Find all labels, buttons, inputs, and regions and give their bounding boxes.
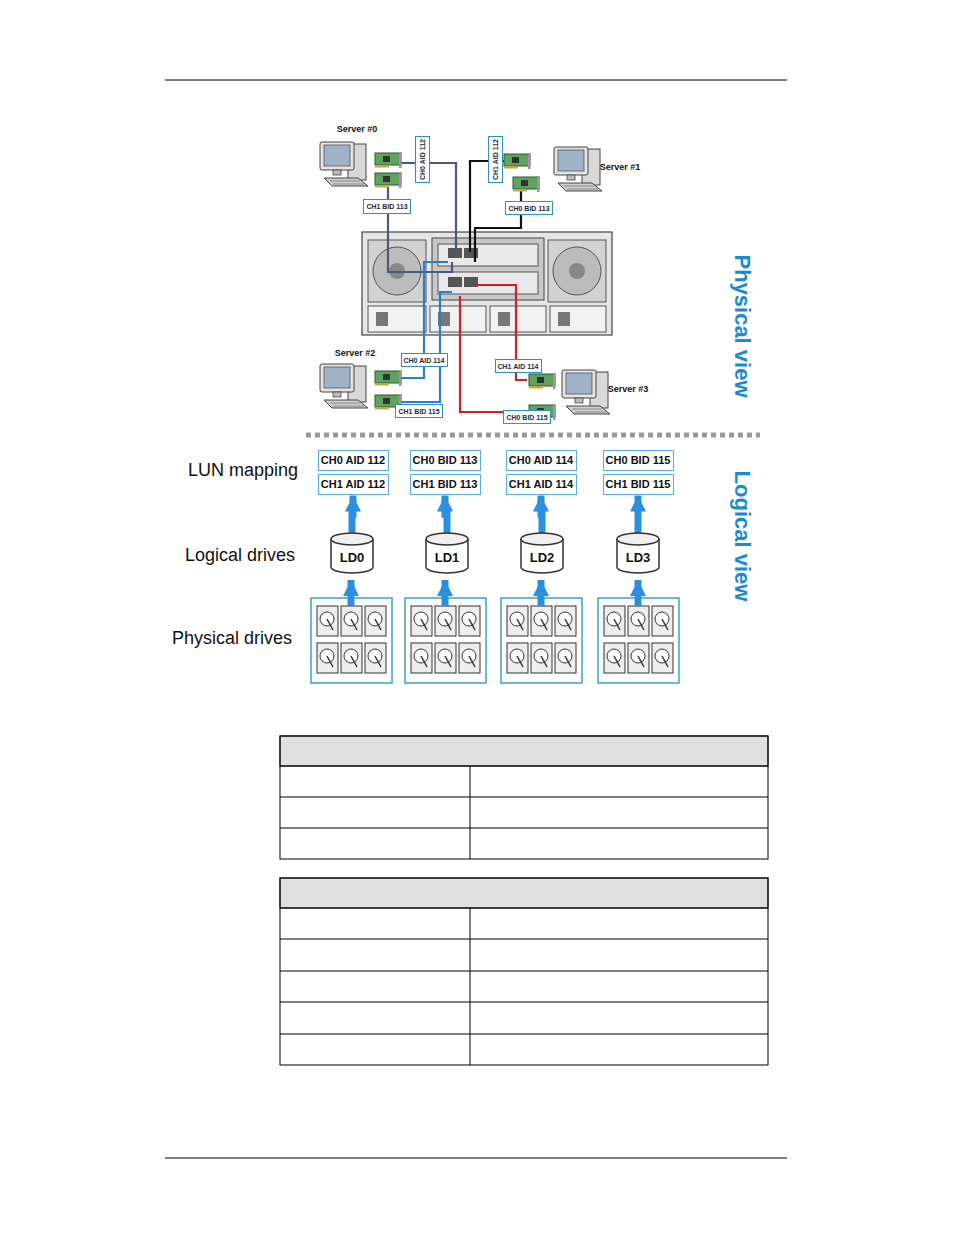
drive-icon [365,643,386,673]
server-name: Server #3 [608,384,649,394]
drive-icon [555,643,576,673]
flow-arrow [442,580,449,606]
logical-drive-cylinder: LD3 [615,531,661,575]
drive-icon [365,606,386,636]
drive-icon [411,606,432,636]
drive-icon [652,606,673,636]
node-text: LD2 [530,550,555,565]
drive-icon [628,643,649,673]
node-text: CH1 BID 115 [398,408,439,415]
server-name: Server #2 [335,348,376,358]
node-text: CH1 AID 114 [509,478,573,490]
drive-icon [531,643,552,673]
drive-group [501,598,582,683]
node-text: CH0 BID 115 [506,414,547,421]
view-title: Physical view [729,254,755,397]
cable-label-box: CH1 BID 115 [395,404,443,418]
drive-icon [604,606,625,636]
drive-icon [317,643,338,673]
drive-icon [435,606,456,636]
row-heading: Logical drives [185,545,295,566]
lun-box: CH0 AID 112 [318,450,389,471]
logical-drive-cylinder: LD2 [519,531,565,575]
lun-box: CH0 AID 114 [506,450,577,471]
mapping-arrow [352,496,353,534]
cable-label-box: CH1 AID 112 [488,136,503,183]
drive-icon [555,606,576,636]
drive-icon [411,643,432,673]
lun-box: CH0 BID 115 [603,450,674,471]
node-text: CH1 BID 113 [413,478,478,490]
node-text: CH1 AID 114 [498,363,539,370]
drive-group [311,598,392,683]
lun-box: CH1 BID 113 [410,474,481,495]
node-text: CH0 AID 114 [404,357,445,364]
drive-icon [604,643,625,673]
mapping-arrow [635,496,642,534]
node-text: CH0 BID 115 [606,454,671,466]
flow-arrow [635,580,642,606]
lun-box: CH1 AID 112 [318,474,389,495]
drive-icon [459,606,480,636]
drive-icon [507,606,528,636]
drive-group [405,598,486,683]
mapping-arrow [541,496,542,534]
node-text: LD3 [626,550,651,565]
row-heading: LUN mapping [188,460,298,481]
drive-icon [317,606,338,636]
logical-drive-cylinder: LD1 [424,531,470,575]
node-text: CH0 AID 112 [321,454,385,466]
node-text: CH0 AID 114 [509,454,573,466]
drive-icon [341,643,362,673]
drive-icon [459,643,480,673]
node-text: CH1 AID 112 [492,139,499,180]
flow-arrow [348,580,355,606]
cable-label-box: CH0 BID 113 [505,201,553,215]
server-name: Server #0 [337,124,378,134]
cable-label-box: CH0 BID 115 [503,410,551,424]
drive-icon [531,606,552,636]
logical-drive-cylinder: LD0 [329,531,375,575]
node-text: CH0 BID 113 [508,205,549,212]
node-text: LD0 [340,550,365,565]
cable-label-box: CH0 AID 114 [401,353,448,367]
server-name: Server #1 [600,162,641,172]
drive-icon [652,643,673,673]
drive-icon [628,606,649,636]
cable-label-box: CH1 BID 113 [363,199,411,214]
cable-label-box: CH1 AID 114 [495,359,542,373]
node-text: CH1 BID 113 [366,203,407,210]
node-text: CH1 BID 115 [606,478,671,490]
node-text: CH1 AID 112 [321,478,385,490]
lun-box: CH1 AID 114 [506,474,577,495]
view-title: Logical view [729,471,755,602]
drive-icon [507,643,528,673]
drive-icon [435,643,456,673]
lun-box: CH1 BID 115 [603,474,674,495]
drive-group [598,598,679,683]
cable-label-box: CH0 AID 112 [415,136,430,183]
row-heading: Physical drives [172,628,292,649]
node-text: LD1 [435,550,460,565]
drive-icon [341,606,362,636]
flow-arrow [538,580,545,606]
node-text: CH0 AID 112 [419,139,426,180]
lun-box: CH0 BID 113 [410,450,481,471]
mapping-arrow [445,496,447,534]
node-text: CH0 BID 113 [413,454,478,466]
